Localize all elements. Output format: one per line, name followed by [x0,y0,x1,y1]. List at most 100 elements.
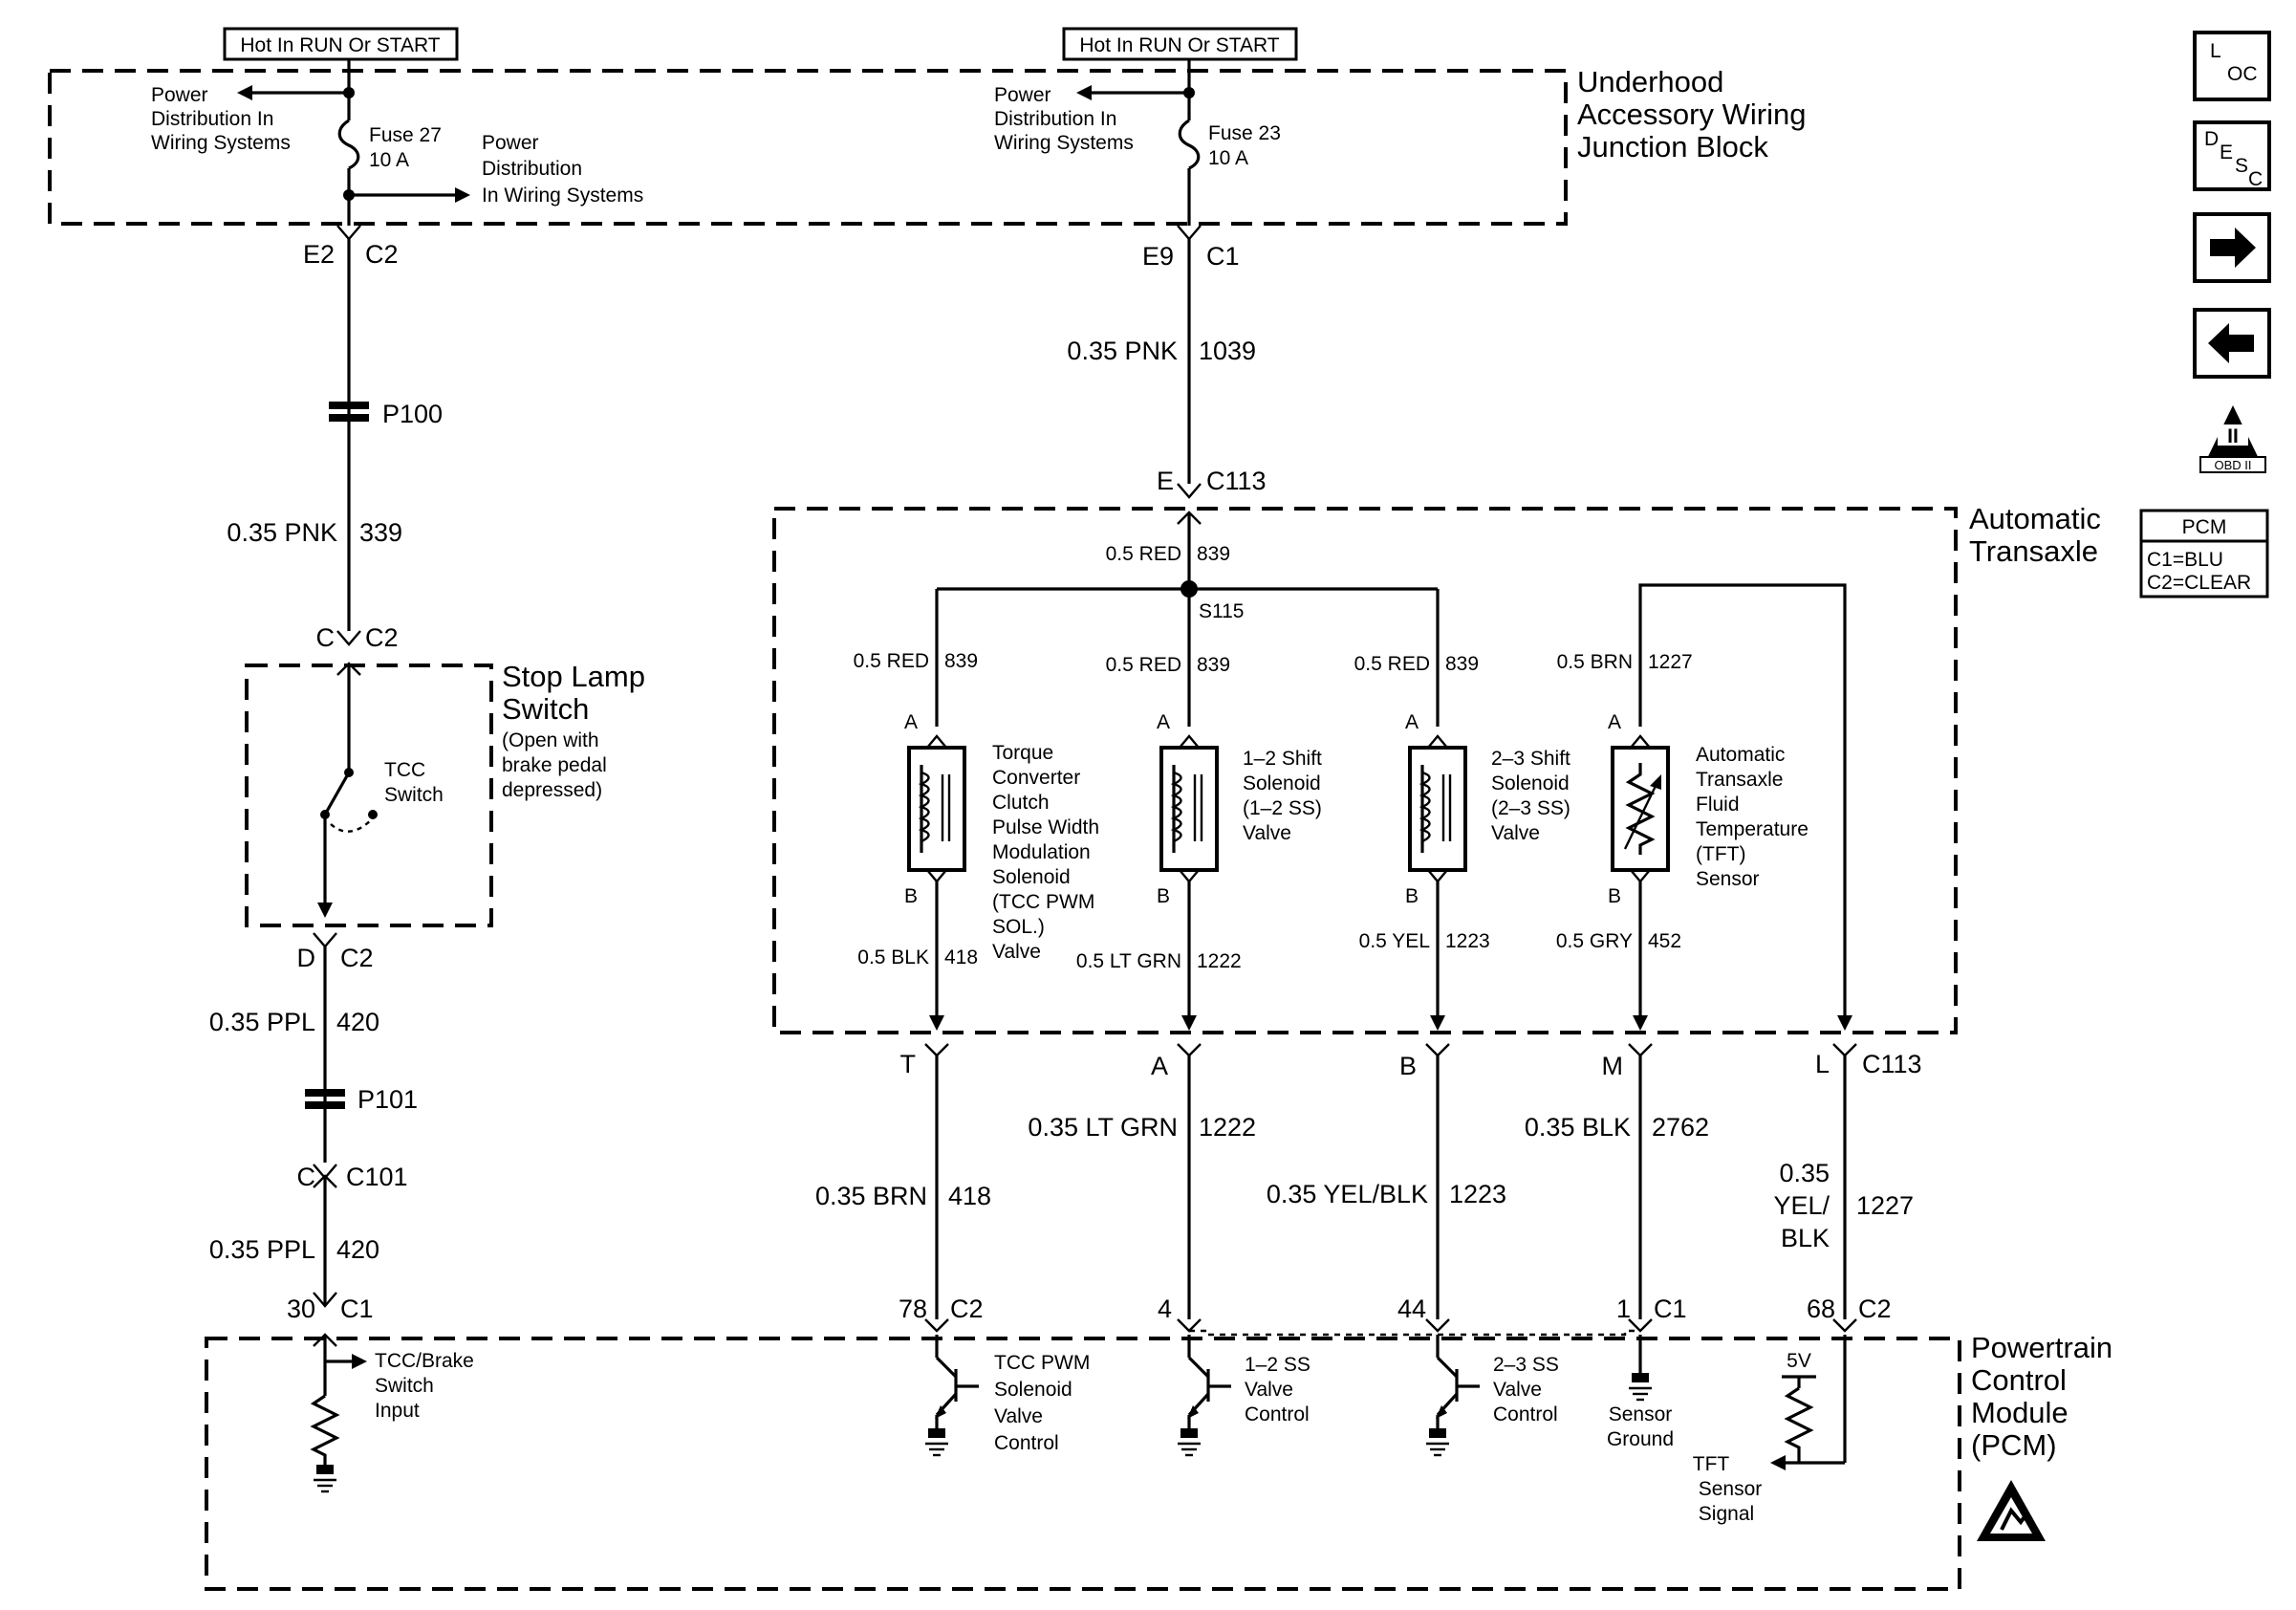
connector-e2: E2 [303,240,335,269]
next-page-arrow-icon[interactable] [2193,212,2271,283]
junction-block-label-1: Underhood [1577,65,1723,98]
fuse-27-symbol [337,119,360,170]
svg-text:2–3 Shift: 2–3 Shift [1491,748,1570,770]
svg-text:C2=CLEAR: C2=CLEAR [2147,572,2251,594]
connector-30: 30 [287,1295,315,1323]
svg-text:SOL.): SOL.) [992,916,1045,938]
svg-text:Solenoid: Solenoid [1491,772,1570,794]
wire-yelblk1227-line3: BLK [1781,1224,1830,1252]
loc-icon[interactable]: L OC [2193,31,2271,101]
wire-yelblk1227-line1: 0.35 [1779,1159,1830,1187]
wire-ppl420a-circuit: 420 [336,1008,379,1036]
splice-p101 [305,1089,345,1109]
ss12-solenoid-symbol [1159,746,1219,872]
svg-text:D: D [2204,128,2219,150]
ss12-driver-transistor [1178,1335,1231,1457]
pcm-5v: 5V [1787,1350,1811,1372]
svg-text:Valve: Valve [1491,822,1540,844]
stop-lamp-label-4: brake pedal [502,754,607,776]
svg-text:L: L [2210,40,2221,62]
power-dist-right-3: Wiring Systems [994,132,1134,154]
connector-44: 44 [1397,1295,1426,1323]
wire-red839-3-size: 0.5 RED [1354,653,1430,675]
tcc-brake-input-circuit [310,1335,367,1493]
arrow-left-icon [237,85,252,100]
tcc-switch-blade [323,772,351,816]
power-dist-left-1: Power [151,84,208,106]
svg-text:Modulation: Modulation [992,841,1091,863]
junction-block-outline [48,69,1568,226]
pin-b-ss12: B [1157,885,1170,907]
fuse-27-name: Fuse 27 [369,124,442,146]
wire-pnk339-circuit: 339 [359,518,402,547]
hot-label-right-box [1062,27,1298,61]
wire-red839-2-circuit: 839 [1197,654,1230,676]
desc-icon[interactable]: D E S C [2193,120,2271,191]
pcm-outline [205,1337,1961,1591]
wire-blk418-circuit: 418 [944,946,978,968]
power-dist-left-3: Wiring Systems [151,132,291,154]
pcm-ss12-1: 1–2 SS [1245,1354,1310,1376]
wire-yel1223-in-size: 0.5 YEL [1359,930,1430,952]
pin-b-tcc: B [904,885,918,907]
svg-text:II: II [2227,425,2239,447]
connector-e-c113-c: C113 [1206,467,1267,495]
power-dist-left2-1: Power [482,132,539,154]
wire-gry452-circuit: 452 [1648,930,1681,952]
stop-lamp-switch-outline [245,664,493,927]
junction-block-label-3: Junction Block [1577,130,1768,163]
connector-68-c2: C2 [1858,1295,1892,1323]
svg-text:Converter: Converter [992,767,1080,789]
obd-ii-icon: II OBD II [2199,405,2266,473]
svg-text:(1–2 SS): (1–2 SS) [1243,797,1322,819]
pcm-ss23-3: Control [1493,1403,1558,1425]
tcc-pwm-solenoid-label: Torque Converter Clutch Pulse Width Modu… [992,742,1099,963]
pcm-sensor-ground-1: Sensor [1609,1403,1673,1425]
connector-a: A [1151,1052,1168,1080]
pcm-label-2: Control [1971,1363,2067,1397]
wire-red839-top-circuit: 839 [1197,543,1230,565]
wire-brn1227-size: 0.5 BRN [1557,651,1633,673]
wire-pnk1039-circuit: 1039 [1199,337,1256,365]
connector-m: M [1602,1052,1624,1080]
hot-label-right: Hot In RUN Or START [1079,34,1279,56]
pcm-tcc-pwm-1: TCC PWM [994,1352,1090,1374]
previous-page-arrow-icon[interactable] [2193,308,2271,379]
wire-ltgrn1222-in-size: 0.5 LT GRN [1076,950,1181,972]
connector-78: 78 [899,1295,927,1323]
svg-text:PCM: PCM [2182,516,2227,538]
pcm-tft-signal-2: Sensor [1699,1478,1763,1500]
pcm-tcc-brake-3: Input [375,1400,420,1422]
pcm-tcc-pwm-2: Solenoid [994,1379,1072,1401]
connector-78-c2: C2 [950,1295,984,1323]
tcc-switch-label-1: TCC [384,759,425,781]
connector-l-c113: C113 [1862,1050,1922,1078]
fuse-23-symbol [1178,119,1201,170]
ss23-solenoid-symbol [1408,746,1467,872]
pin-b-tft: B [1608,885,1621,907]
splice-s115-label: S115 [1199,600,1245,622]
wire-red839-1-size: 0.5 RED [854,650,929,672]
connector-d-c2-c: C2 [340,944,374,972]
wire-yel1223-in-circuit: 1223 [1445,930,1490,952]
wire-brn1227-circuit: 1227 [1648,651,1693,673]
connector-e9-c1: C1 [1206,242,1240,271]
junction-block-label-2: Accessory Wiring [1577,98,1806,131]
pcm-ss23-2: Valve [1493,1379,1542,1401]
connector-68: 68 [1807,1295,1835,1323]
tcc-switch-label-2: Switch [384,784,444,806]
svg-text:(2–3 SS): (2–3 SS) [1491,797,1570,819]
splice-p100-label: P100 [382,400,443,428]
svg-text:Solenoid: Solenoid [1243,772,1321,794]
esd-warning-icon [1977,1480,2046,1541]
connector-e9: E9 [1142,242,1174,271]
connector-4: 4 [1158,1295,1172,1323]
pcm-tcc-brake-1: TCC/Brake [375,1350,474,1372]
svg-text:Clutch: Clutch [992,792,1050,814]
svg-text:(TFT): (TFT) [1696,843,1745,865]
power-dist-left2-2: Distribution [482,158,582,180]
connector-t: T [900,1050,917,1078]
stop-lamp-label-1: Stop Lamp [502,660,645,693]
automatic-transaxle-outline [772,507,1958,1034]
